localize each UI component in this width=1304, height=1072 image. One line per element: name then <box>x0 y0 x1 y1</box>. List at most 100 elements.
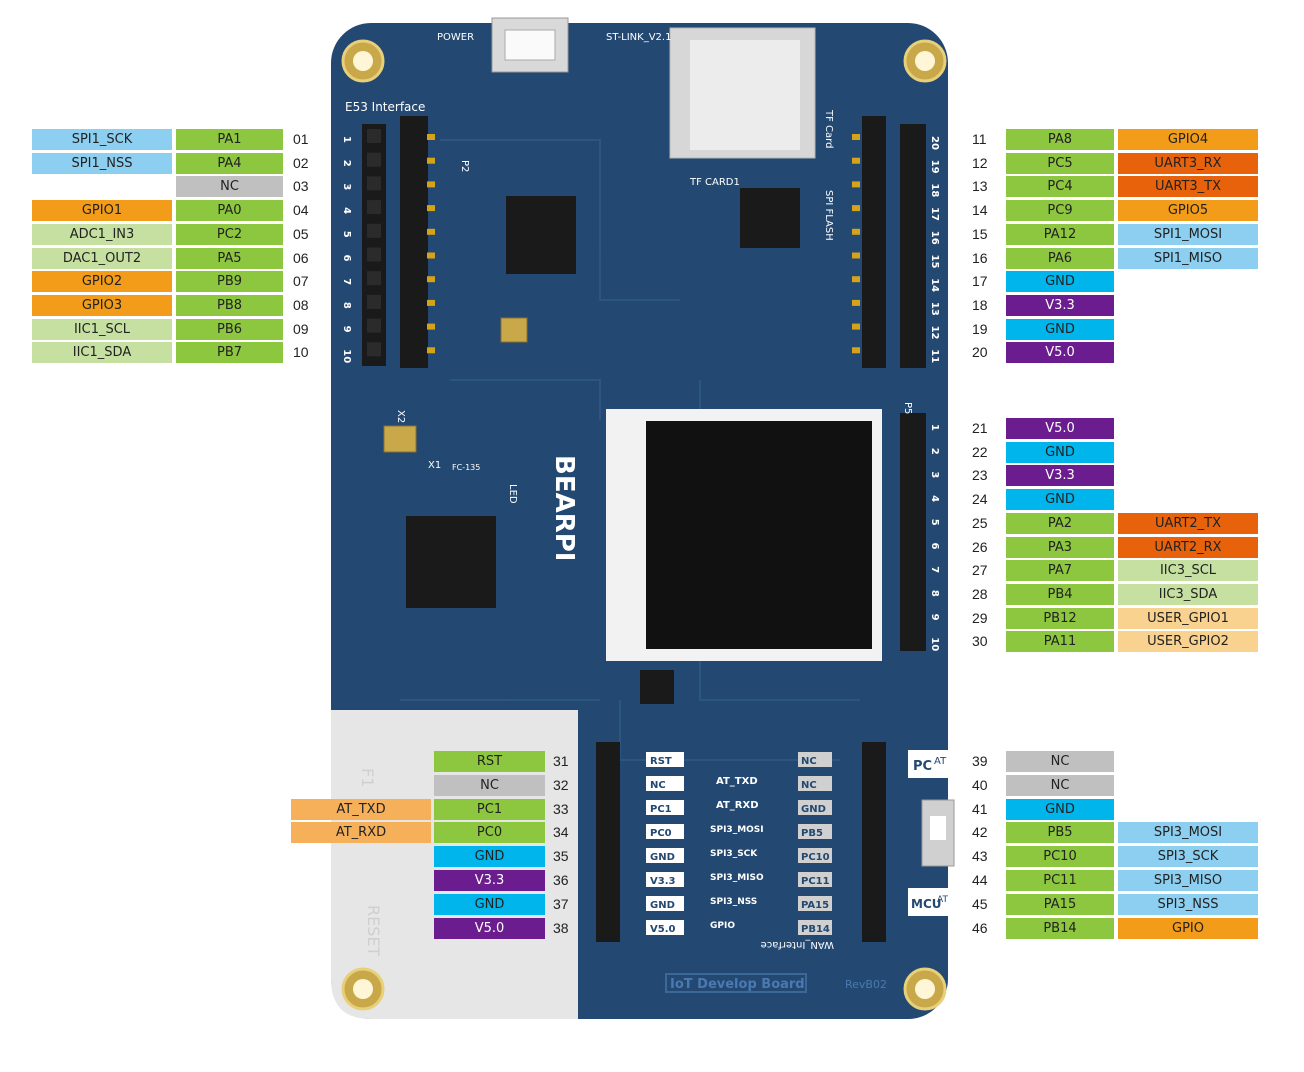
pin-function-label: GPIO1 <box>32 200 172 222</box>
header-pin-number: 18 <box>929 183 940 197</box>
pin-number: 36 <box>553 872 569 888</box>
pin-name-label: PB7 <box>176 342 283 364</box>
pin-number: 05 <box>293 225 309 242</box>
pin-number: 37 <box>553 895 569 912</box>
header-pad <box>427 228 435 235</box>
pin-name-label: PC0 <box>434 822 545 844</box>
pin-name-label: PB9 <box>176 271 283 293</box>
header-pad <box>852 299 860 306</box>
header-pin <box>367 271 381 286</box>
header-pad <box>427 252 435 259</box>
pin-name-label: GND <box>1006 271 1114 293</box>
header-pin-number: 9 <box>929 614 940 621</box>
header-pin-number: 3 <box>929 471 940 478</box>
pin-name-label: NC <box>434 774 545 796</box>
pin-name-label: V3.3 <box>434 870 545 891</box>
jumper-note: SPI3_NSS <box>710 897 757 907</box>
header-pad <box>852 181 860 188</box>
pin-function-label: IIC3_SDA <box>1118 583 1258 605</box>
jumper-label-box <box>798 920 832 935</box>
spi-flash-label: SPI FLASH <box>823 190 834 241</box>
jumper-note: SPI3_MISO <box>710 873 764 883</box>
header-pin-number: 12 <box>929 326 940 340</box>
pin-number: 32 <box>553 776 569 793</box>
header-pad <box>427 181 435 188</box>
pin-number: 24 <box>972 491 988 508</box>
header-pin-number: 16 <box>929 231 940 245</box>
header-pin-number: 14 <box>929 278 940 292</box>
pin-number: 46 <box>972 919 988 936</box>
header-pin-number: 7 <box>929 566 940 573</box>
jumper-label-box <box>646 776 684 791</box>
pin-number: 27 <box>972 562 988 579</box>
jumper-label-box <box>646 752 684 767</box>
pin-name-label: GND <box>1006 798 1114 820</box>
header-pin-number: 7 <box>341 278 352 285</box>
pin-name-label: NC <box>1006 774 1114 796</box>
pin-name-label: PA3 <box>1006 536 1114 558</box>
header-pin-number: 17 <box>929 207 940 221</box>
header-pad <box>852 347 860 354</box>
pin-name-label: GND <box>434 846 545 868</box>
tf-card-label: TF Card <box>823 109 834 148</box>
pin-function-label: GPIO4 <box>1118 129 1258 150</box>
jumper-label: PC11 <box>801 876 830 887</box>
pin-function-label: UART2_RX <box>1118 536 1258 558</box>
header-pin <box>367 318 381 333</box>
header-pin-number: 5 <box>341 231 352 238</box>
header-pad <box>427 299 435 306</box>
pin-name-label: NC <box>176 176 283 198</box>
pin-number: 22 <box>972 443 988 460</box>
jumper-label-box <box>646 848 684 863</box>
header-pin-number: 11 <box>929 349 940 363</box>
header-pin-number: 9 <box>341 326 352 333</box>
jumper-label: PC0 <box>650 828 672 839</box>
header-pin-number: 8 <box>929 590 940 597</box>
pin-name-label: PB6 <box>176 318 283 340</box>
pin-name-label: V5.0 <box>1006 342 1114 364</box>
pin-name-label: V3.3 <box>1006 294 1114 316</box>
jumper-label-box <box>646 824 684 839</box>
pin-number: 31 <box>553 753 569 769</box>
pin-function-label: IIC1_SDA <box>32 342 172 364</box>
led-label: LED <box>507 484 518 504</box>
svg-text:AT: AT <box>934 756 947 767</box>
header-pin <box>367 152 381 167</box>
jumper-label-box <box>798 848 832 863</box>
header-pad <box>427 323 435 330</box>
pin-function-label: AT_RXD <box>291 822 431 844</box>
pin-number: 34 <box>553 824 569 841</box>
header-pin-number: 6 <box>929 543 940 550</box>
header-pin <box>367 223 381 238</box>
header-pad <box>427 205 435 212</box>
pin-name-label: PA1 <box>176 129 283 150</box>
pin-name-label: GND <box>1006 489 1114 511</box>
pin-name-label: PB14 <box>1006 917 1114 939</box>
jumper-label-box <box>646 800 684 815</box>
pin-number: 43 <box>972 848 988 865</box>
left-header-strip-2 <box>400 116 428 368</box>
pin-name-label: PA5 <box>176 247 283 269</box>
pin-number: 14 <box>972 202 988 219</box>
pin-number: 23 <box>972 467 988 484</box>
header-pad <box>852 323 860 330</box>
pin-number: 20 <box>972 344 988 361</box>
jumper-label-box <box>646 896 684 911</box>
pin-name-label: V5.0 <box>1006 418 1114 439</box>
header-pin-number: 10 <box>341 349 352 363</box>
jumper-label: NC <box>801 756 817 767</box>
header-pad <box>852 134 860 140</box>
right-header-strip <box>862 116 886 368</box>
jumper-label-box <box>798 824 832 839</box>
pin-name-label: PB5 <box>1006 822 1114 844</box>
fc-label: FC-135 <box>452 463 480 472</box>
jumper-label-box <box>798 800 832 815</box>
pin-number: 21 <box>972 420 988 436</box>
header-pin-number: 8 <box>341 302 352 309</box>
pin-number: 04 <box>293 202 309 219</box>
pin-function-label: SPI3_MOSI <box>1118 822 1258 844</box>
pin-name-label: PC10 <box>1006 846 1114 868</box>
pin-name-label: GND <box>1006 318 1114 340</box>
pin-name-label: PA7 <box>1006 560 1114 582</box>
pin-number: 44 <box>972 872 988 888</box>
